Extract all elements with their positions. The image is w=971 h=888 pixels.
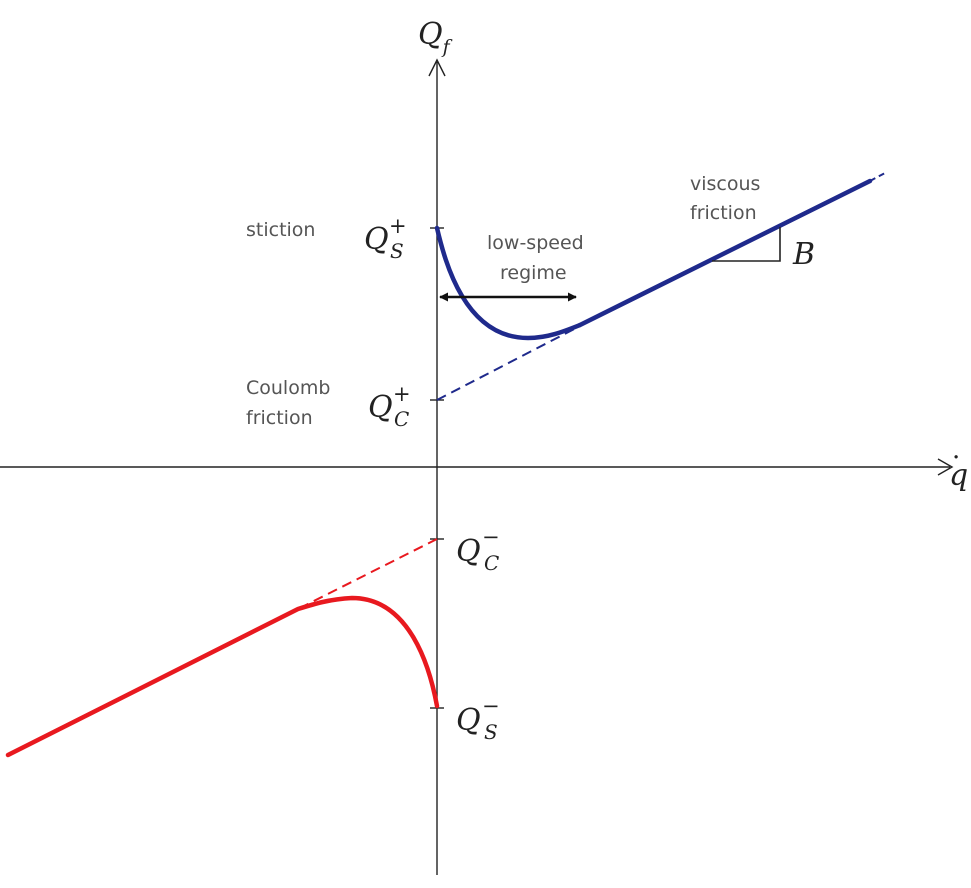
x-axis-label-dot: · [952, 443, 960, 473]
svg-text:low-speed: low-speed [487, 232, 584, 254]
x-axis-label: q [949, 458, 968, 493]
negative-coulomb-viscous-dashed-line [295, 538, 438, 611]
svg-text:regime: regime [500, 262, 567, 284]
svg-text:−: − [482, 694, 500, 718]
y-axis-label: Qf [418, 17, 453, 58]
svg-text:Q: Q [456, 703, 481, 738]
qs-minus-label: Q − S [456, 694, 500, 744]
slope-triangle [712, 227, 781, 262]
positive-coulomb-viscous-dashed-line [436, 325, 581, 401]
svg-text:C: C [484, 551, 499, 575]
svg-text:Q: Q [364, 222, 389, 257]
svg-text:viscous: viscous [690, 173, 760, 195]
svg-text:friction: friction [690, 202, 757, 224]
x-axis-arrowhead [937, 458, 954, 476]
viscous-friction-annotation: viscous friction [690, 173, 760, 224]
svg-text:+: + [393, 382, 411, 406]
coulomb-friction-annotation: Coulomb friction [246, 377, 330, 429]
svg-text:−: − [482, 525, 500, 549]
negative-friction-curve [5, 595, 440, 758]
positive-friction-curve [434, 178, 873, 341]
svg-text:friction: friction [246, 407, 313, 429]
slope-label: B [792, 237, 815, 272]
svg-text:Coulomb: Coulomb [246, 377, 330, 399]
svg-text:S: S [484, 720, 498, 744]
qc-plus-label: Q + C [368, 382, 411, 431]
low-speed-regime-annotation: low-speed regime [487, 232, 584, 284]
svg-text:Q: Q [456, 534, 481, 569]
svg-text:+: + [389, 214, 407, 238]
qs-plus-label: Q + S [364, 214, 407, 263]
svg-text:S: S [390, 239, 404, 263]
y-axis-arrowhead [428, 58, 446, 77]
positive-viscous-dashed-tail [869, 172, 886, 182]
svg-text:C: C [394, 407, 409, 431]
svg-text:Q: Q [368, 390, 393, 425]
stiction-annotation: stiction [246, 219, 315, 241]
qc-minus-label: Q − C [456, 525, 500, 575]
